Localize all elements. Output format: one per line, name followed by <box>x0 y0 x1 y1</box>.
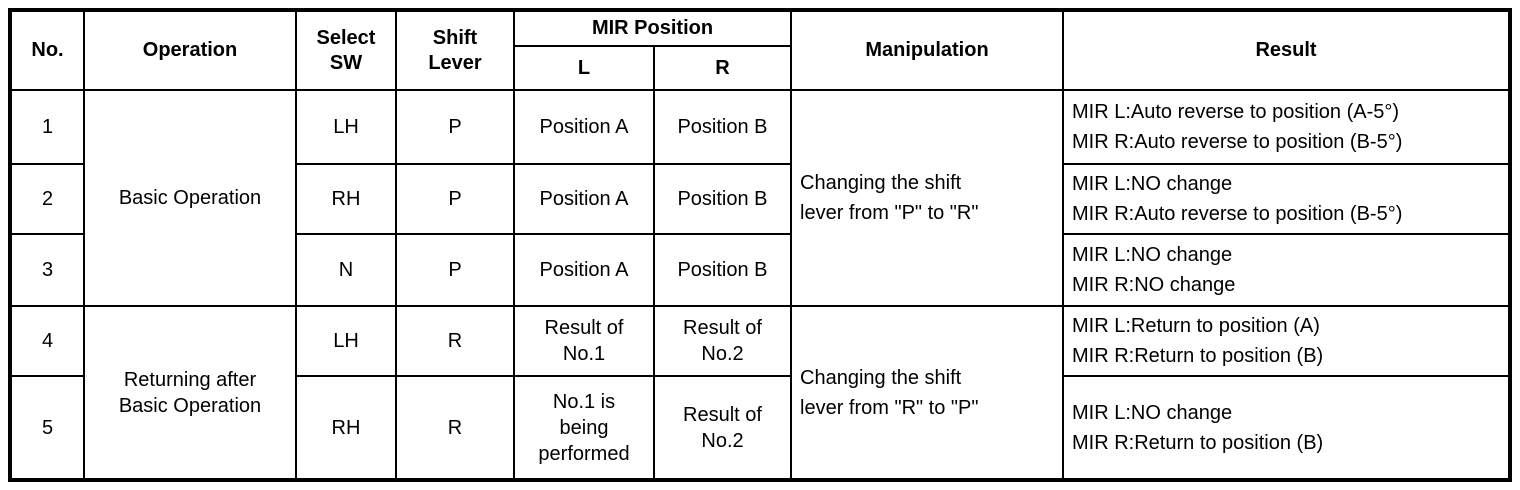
cell-mir-r: Position B <box>652 163 793 235</box>
cell-select-sw: RH <box>295 163 397 235</box>
column-header-mir-position: MIR Position <box>512 9 793 47</box>
table-row: 1 Basic Operation LH P Position A Positi… <box>9 89 1511 307</box>
cell-result: MIR L:Return to position (A) MIR R:Retur… <box>1062 305 1511 377</box>
cell-mir-r: Result of No.2 <box>652 375 793 481</box>
cell-manipulation-group: Changing the shift lever from "R" to "P" <box>790 305 1065 481</box>
header-row-top: No. Operation Select SW Shift Lever MIR … <box>9 9 1511 91</box>
cell-no: 3 <box>9 233 85 307</box>
cell-result: MIR L:NO change MIR R:NO change <box>1062 233 1511 307</box>
mir-operation-table: No. Operation Select SW Shift Lever MIR … <box>8 8 1512 482</box>
table-row: 5 RH R No.1 is being performed Result of… <box>9 375 1511 481</box>
cell-select-sw: RH <box>295 375 397 481</box>
column-header-result: Result <box>1062 9 1511 91</box>
column-header-shift-lever: Shift Lever <box>395 9 515 91</box>
cell-select-sw: LH <box>295 305 397 377</box>
cell-operation-group: Basic Operation <box>83 89 297 307</box>
cell-no: 2 <box>9 163 85 235</box>
column-header-no: No. <box>9 9 85 91</box>
cell-no: 5 <box>9 375 85 481</box>
table-row: 2 RH P Position A Position B MIR L:NO ch… <box>9 163 1511 235</box>
cell-select-sw: LH <box>295 89 397 165</box>
cell-operation-group: Returning after Basic Operation <box>83 305 297 481</box>
cell-result: MIR L:Auto reverse to position (A-5°) MI… <box>1062 89 1511 165</box>
column-header-mir-r: R <box>652 45 793 91</box>
header-row-sub: L R <box>10 45 1510 91</box>
table-row: 3 N P Position A Position B MIR L:NO cha… <box>9 233 1511 307</box>
cell-mir-l: No.1 is being performed <box>513 375 655 481</box>
cell-mir-l: Result of No.1 <box>513 305 655 377</box>
cell-no: 4 <box>9 305 85 377</box>
cell-shift-lever: P <box>395 89 515 165</box>
column-header-mir-l: L <box>513 45 655 91</box>
cell-mir-r: Result of No.2 <box>652 305 793 377</box>
cell-no: 1 <box>9 89 85 165</box>
cell-shift-lever: R <box>395 305 515 377</box>
column-header-operation: Operation <box>83 9 297 91</box>
cell-mir-l: Position A <box>513 89 655 165</box>
cell-result: MIR L:NO change MIR R:Auto reverse to po… <box>1062 163 1511 235</box>
cell-mir-l: Position A <box>513 233 655 307</box>
cell-shift-lever: P <box>395 163 515 235</box>
column-header-select-sw: Select SW <box>295 9 397 91</box>
cell-select-sw: N <box>295 233 397 307</box>
cell-mir-r: Position B <box>652 89 793 165</box>
table-row: 4 Returning after Basic Operation LH R R… <box>9 305 1511 481</box>
cell-mir-r: Position B <box>652 233 793 307</box>
cell-manipulation-group: Changing the shift lever from "P" to "R" <box>790 89 1065 307</box>
cell-mir-l: Position A <box>513 163 655 235</box>
cell-shift-lever: R <box>395 375 515 481</box>
cell-shift-lever: P <box>395 233 515 307</box>
cell-result: MIR L:NO change MIR R:Return to position… <box>1062 375 1511 481</box>
column-header-manipulation: Manipulation <box>790 9 1065 91</box>
